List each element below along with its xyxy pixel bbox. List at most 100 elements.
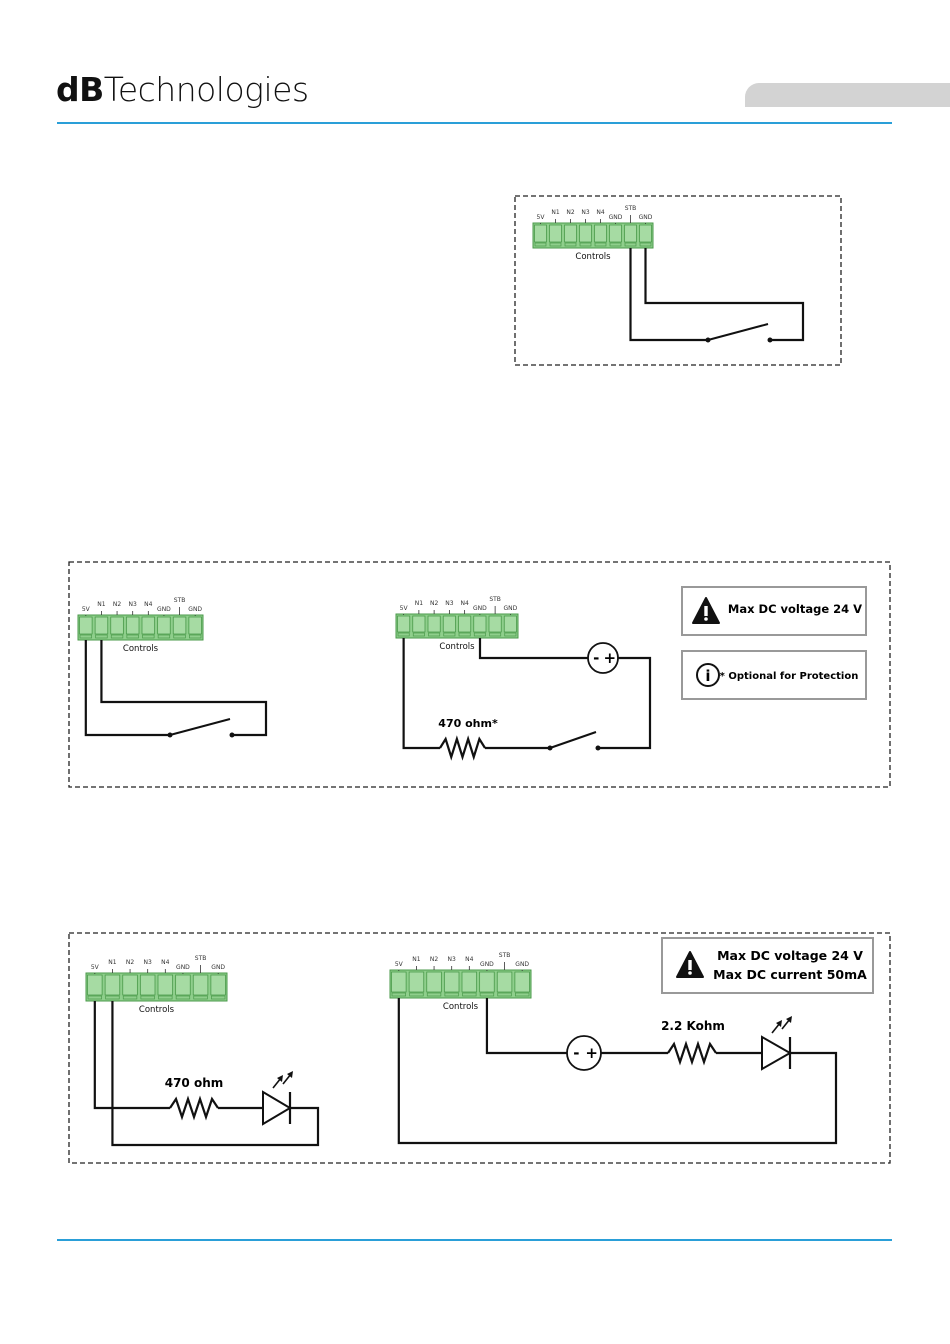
connector-pin-foot (426, 992, 442, 997)
connector-pin-foot (624, 242, 637, 247)
info-circle-icon: i (696, 663, 720, 687)
led-arrowhead (287, 1071, 293, 1078)
connector-pin-foot (444, 992, 459, 997)
connector-pin-foot (391, 992, 406, 997)
resistor-icon (169, 1095, 219, 1121)
pin-label: GND (188, 606, 202, 613)
connector-pin-foot (564, 242, 577, 247)
pin-label: N3 (448, 956, 456, 963)
pin-label: GND (503, 605, 517, 612)
pin-label: N2 (430, 956, 438, 963)
connector-pin-foot (157, 634, 171, 639)
connector-pin (579, 224, 592, 243)
connector-pin-foot (473, 632, 486, 637)
connector-pin (549, 224, 562, 243)
wire-5v (93, 1001, 170, 1110)
pin-label: GND (515, 961, 529, 968)
pin-label: GND (609, 214, 623, 221)
connector-pin (412, 615, 426, 633)
wire-n1 (111, 1001, 320, 1147)
warning-triangle-icon (692, 597, 720, 624)
connector-pin (125, 616, 140, 635)
wire (598, 656, 652, 750)
pin-label: N1 (108, 959, 116, 966)
pin-label: N3 (129, 601, 137, 608)
connector-pin (110, 616, 124, 635)
connector-pin (479, 971, 495, 993)
connector-pin-foot (479, 992, 495, 997)
pin-label: N3 (581, 209, 589, 216)
connector-pin-foot (79, 634, 92, 639)
header-tab (745, 83, 950, 107)
connector-pin (408, 971, 425, 993)
pin-label: N1 (415, 600, 423, 607)
resistor-label: 470 ohm* (438, 717, 498, 730)
warning-bar (688, 960, 692, 970)
connector-pin-foot (504, 632, 517, 637)
connector-pin (426, 971, 442, 993)
connector-pin (157, 616, 171, 635)
warning-dot (704, 617, 708, 621)
connector-pin-foot (497, 992, 512, 997)
connector-pin-foot (458, 632, 471, 637)
pin-label: 5V (400, 605, 409, 612)
note-text: * Optional for Protection (720, 671, 859, 682)
pin-label: 5V (91, 964, 100, 971)
connector-pin (104, 974, 121, 996)
connector-pin (141, 616, 156, 635)
connector-pin (188, 616, 202, 635)
connector-pin-foot (462, 992, 477, 997)
connector-pin (564, 224, 577, 243)
connector-pin-foot (110, 634, 124, 639)
connector-pin (210, 974, 226, 996)
connector-pin-foot (639, 242, 652, 247)
connector-pin-foot (515, 992, 530, 997)
connector-pin (609, 224, 622, 243)
led-icon (262, 1071, 293, 1126)
battery-icon: -+ (587, 642, 619, 674)
connector-pin-foot (443, 632, 456, 637)
wire-n1 (100, 640, 268, 737)
connector-label: Controls (123, 644, 159, 654)
battery-minus: - (593, 649, 599, 667)
pin-label: N2 (126, 959, 134, 966)
warning-dot (688, 971, 692, 975)
connector-pin-foot (105, 995, 120, 1000)
battery-plus: + (603, 649, 616, 667)
pin-label: N3 (445, 600, 453, 607)
connector-pin (461, 971, 478, 993)
connector-pin (175, 974, 191, 996)
pin-label: 5V (537, 214, 546, 221)
connector-pin-foot (158, 995, 173, 1000)
connector-pin (139, 974, 156, 996)
connector-pin (397, 615, 411, 633)
connector-pin-foot (87, 995, 102, 1000)
battery-icon: -+ (566, 1035, 602, 1071)
led-triangle (262, 1090, 292, 1126)
connector-pin (172, 616, 187, 635)
connector-pin-foot (175, 995, 191, 1000)
connector-pin (473, 615, 487, 633)
connector-pin (122, 974, 138, 996)
connector-pin-foot (489, 632, 502, 637)
connector-pin (496, 971, 513, 993)
connector-pin (514, 971, 530, 993)
pin-label: 5V (395, 961, 404, 968)
wire-gnd (485, 998, 567, 1055)
pin-label: N2 (430, 600, 438, 607)
connector-pin-foot (193, 995, 208, 1000)
connector-pin-foot (549, 242, 562, 247)
footer-rule (57, 1239, 892, 1241)
connector-pin (94, 616, 109, 635)
connector-pin-foot (409, 992, 424, 997)
pin-label: STB (489, 596, 501, 603)
connector-pin-foot (126, 634, 139, 639)
pin-label: N4 (596, 209, 604, 216)
pin-label: STB (195, 955, 207, 962)
pin-label: N1 (551, 209, 559, 216)
connector-pin (192, 974, 209, 996)
pin-label: N1 (412, 956, 420, 963)
